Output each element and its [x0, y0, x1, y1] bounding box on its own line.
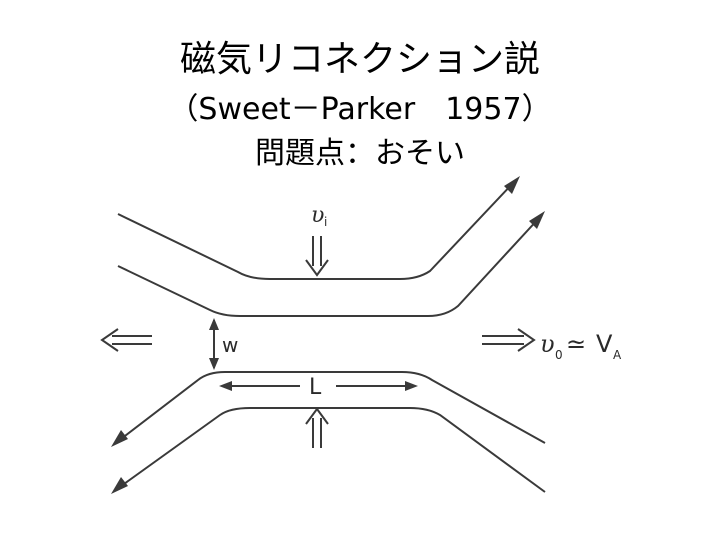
slide-subtitle: （Sweet－Parker 1957）: [168, 92, 552, 127]
inflow-velocity-subscript: i: [324, 215, 327, 229]
outflow-arrow-left: [100, 328, 152, 352]
arrowhead-lower-inner: [111, 430, 128, 447]
alfven-velocity-label: V: [596, 330, 613, 358]
slide-title: 磁気リコネクション説: [179, 39, 540, 80]
outflow-velocity-subscript: 0: [555, 348, 563, 362]
arrowhead-upper-inner: [529, 211, 545, 229]
field-line-lower-outer: [116, 407, 546, 493]
field-line-upper-inner: [117, 216, 541, 317]
outflow-velocity-label: υ: [540, 330, 555, 358]
inflow-arrow-bottom: [305, 407, 329, 448]
arrowhead-upper-outer: [504, 176, 520, 194]
outflow-arrow-right: [482, 328, 536, 352]
field-line-lower-inner: [116, 371, 546, 444]
arrowhead-lower-outer: [111, 477, 128, 494]
slide-note: 問題点：おそい: [255, 136, 465, 171]
approx-symbol: ≃: [566, 330, 586, 358]
alfven-velocity-subscript: A: [613, 348, 622, 362]
length-label: L: [309, 375, 322, 400]
field-line-upper-outer: [117, 180, 516, 280]
length-indicator: [219, 381, 418, 391]
width-label: w: [222, 333, 238, 357]
inflow-arrow-top: [305, 236, 329, 277]
inflow-velocity-label: υ: [311, 203, 324, 228]
width-indicator: [209, 318, 219, 370]
